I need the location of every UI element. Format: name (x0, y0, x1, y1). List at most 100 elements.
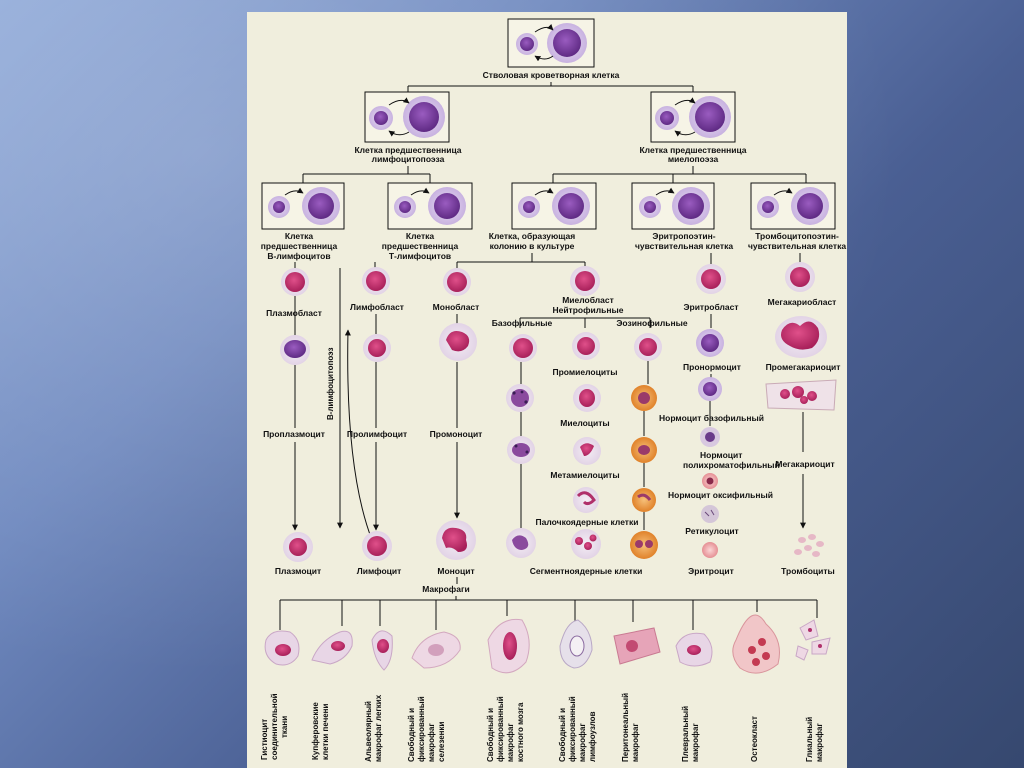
megakaryocyte-label: Мегакариоцит (775, 459, 834, 469)
basophil-segmented-cell (506, 528, 536, 558)
macrophage-3-line-1: Альвеолярный (364, 701, 373, 762)
macrophage-5-line-4: костного мозга (516, 702, 525, 762)
stem-cell-box (507, 18, 595, 68)
reticulocyte-cell (701, 505, 719, 523)
neutrophil-promyelocyte-cell (572, 332, 600, 360)
plasmoblast-label: Плазмобласт (266, 308, 322, 318)
lymphoid-progenitor-box (364, 91, 450, 143)
basophilic-label: Базофильные (492, 318, 553, 328)
myeloid-progenitor-label-1: Клетка предшественница (639, 145, 746, 155)
myelocytes-label: Миелоциты (560, 418, 609, 428)
macrophage-10-line-2: макрофаг (815, 723, 824, 762)
lymphoblast-label: Лимфобласт (350, 302, 404, 312)
macrophage-7-line-2: макрофаг (631, 723, 640, 762)
macrophage-9-line-1: Остеокласт (750, 716, 759, 762)
macrophage-6-line-3: макрофаг (578, 723, 587, 762)
normocyte-poly-label-1: Нормоцит (700, 450, 742, 460)
plasmocyte-label: Плазмоцит (275, 566, 321, 576)
basophil-promyelocyte-cell (509, 334, 537, 362)
peritoneal-macrophage-cell (613, 627, 661, 665)
myeloid-progenitor-label-2: миелопоэза (668, 154, 719, 164)
macrophage-4-line-1: Свободный и (407, 708, 416, 762)
prolymphocyte-cell (363, 334, 391, 362)
t-progenitor-label-1: Клетка (406, 231, 435, 241)
b-progenitor-label-2: предшественница (261, 241, 338, 251)
neutrophil-metamyelocyte-cell (573, 437, 601, 465)
b-progenitor-box (261, 182, 345, 230)
proplasmocyte-label: Проплазмоцит (263, 429, 325, 439)
cfu-box (511, 182, 597, 230)
neutrophil-myelocyte-cell (573, 384, 601, 412)
eosinophil-metamyelocyte-cell (631, 437, 657, 463)
macrophage-8-line-1: Плевральный (681, 706, 690, 762)
macrophage-7-line-1: Перитонеальный (621, 693, 630, 762)
macrophage-5-line-3: макрофаг (506, 723, 515, 762)
macrophage-4-line-3: макрофаг (427, 723, 436, 762)
alveolar-macrophage-cell (371, 630, 393, 671)
reticulocyte-label: Ретикулоцит (685, 526, 738, 536)
lymph-node-macrophage-cell (559, 619, 593, 669)
histiocyte-cell (264, 630, 300, 666)
macrophage-4-line-2: фиксированный (417, 696, 426, 762)
t-progenitor-box (387, 182, 473, 230)
eosinophil-band-cell (632, 488, 656, 512)
macrophage-2-line-1: Купферовские (311, 702, 320, 760)
kupffer-cell (311, 630, 353, 665)
prolymphocyte-label: Пролимфоцит (347, 429, 407, 439)
b-lymphopoiesis-label: В-лимфоцитопоэз (326, 348, 335, 420)
lymphoid-progenitor-label-1: Клетка предшественница (354, 145, 461, 155)
normocyte-oxyphilic-label: Нормоцит оксифильный (668, 490, 773, 500)
segmented-cells-label: Сегментноядерные клетки (530, 566, 643, 576)
metamyelocytes-label: Метамиелоциты (550, 470, 619, 480)
epo-label-1: Эритропоэтин- (652, 231, 715, 241)
erythrocyte-label: Эритроцит (688, 566, 734, 576)
macrophages-label: Макрофаги (422, 584, 469, 594)
cfu-label-1: Клетка, образующая (489, 231, 575, 241)
erythrocyte-cell (702, 542, 718, 558)
macrophage-1-line-1: Гистиоцит (260, 719, 269, 760)
tpo-label-2: чувствительная клетка (748, 241, 846, 251)
macrophage-8-line-2: макрофаг (691, 723, 700, 762)
monocyte-label: Моноцит (437, 566, 474, 576)
normocyte-basophilic-label: Нормоцит базофильный (659, 413, 764, 423)
promegakaryocyte-cell (775, 316, 827, 358)
bone-marrow-macrophage-cell (487, 618, 530, 674)
t-progenitor-label-3: Т-лимфоцитов (389, 251, 451, 261)
proplasmocyte-cell (280, 335, 310, 365)
epo-label-2: чувствительная клетка (635, 241, 733, 251)
monoblast-cell (443, 268, 471, 296)
promonocyte-label: Промоноцит (430, 429, 483, 439)
eosinophil-myelocyte-cell (631, 385, 657, 411)
normocyte-oxyphilic-cell (702, 473, 718, 489)
macrophage-1-line-3: ткани (280, 716, 289, 738)
erythroblast-label: Эритробласт (683, 302, 738, 312)
stem-cell-label: Стволовая кроветворная клетка (483, 70, 620, 80)
megakaryocyte-cell (765, 379, 837, 411)
thrombocytes-cells (794, 534, 824, 557)
monocyte-cell (436, 520, 476, 560)
myeloblast-label: Миелобласт (562, 295, 614, 305)
pronormocyte-label: Пронормоцит (683, 362, 741, 372)
normocyte-poly-label-2: полихроматофильный (683, 460, 780, 470)
eosinophil-promyelocyte-cell (634, 333, 662, 361)
tpo-box (750, 182, 836, 230)
macrophage-5-line-2: фиксированный (496, 696, 505, 762)
pleural-macrophage-cell (675, 632, 713, 667)
macrophage-4-line-4: селезенки (437, 722, 446, 762)
pronormocyte-cell (696, 329, 724, 357)
promegakaryocyte-label: Промегакариоцит (766, 362, 841, 372)
tpo-label-1: Тромбоцитопоэтин- (755, 231, 839, 241)
macrophage-10-line-1: Глиальный (805, 717, 814, 762)
normocyte-basophilic-cell (698, 377, 722, 401)
monoblast-label: Монобласт (433, 302, 480, 312)
promonocyte-cell (439, 323, 477, 361)
eosinophil-segmented-cell (630, 531, 658, 559)
eosinophilic-label: Эозинофильные (616, 318, 688, 328)
b-progenitor-label-3: В-лимфоцитов (267, 251, 330, 261)
megakaryoblast-label: Мегакариобласт (768, 297, 837, 307)
plasmocyte-cell (283, 532, 313, 562)
promyelocytes-label: Промиелоциты (553, 367, 618, 377)
erythroblast-cell (696, 264, 726, 294)
lymphoid-progenitor-label-2: лимфоцитопоэза (372, 154, 445, 164)
macrophage-1-line-2: соединительной (270, 693, 279, 760)
